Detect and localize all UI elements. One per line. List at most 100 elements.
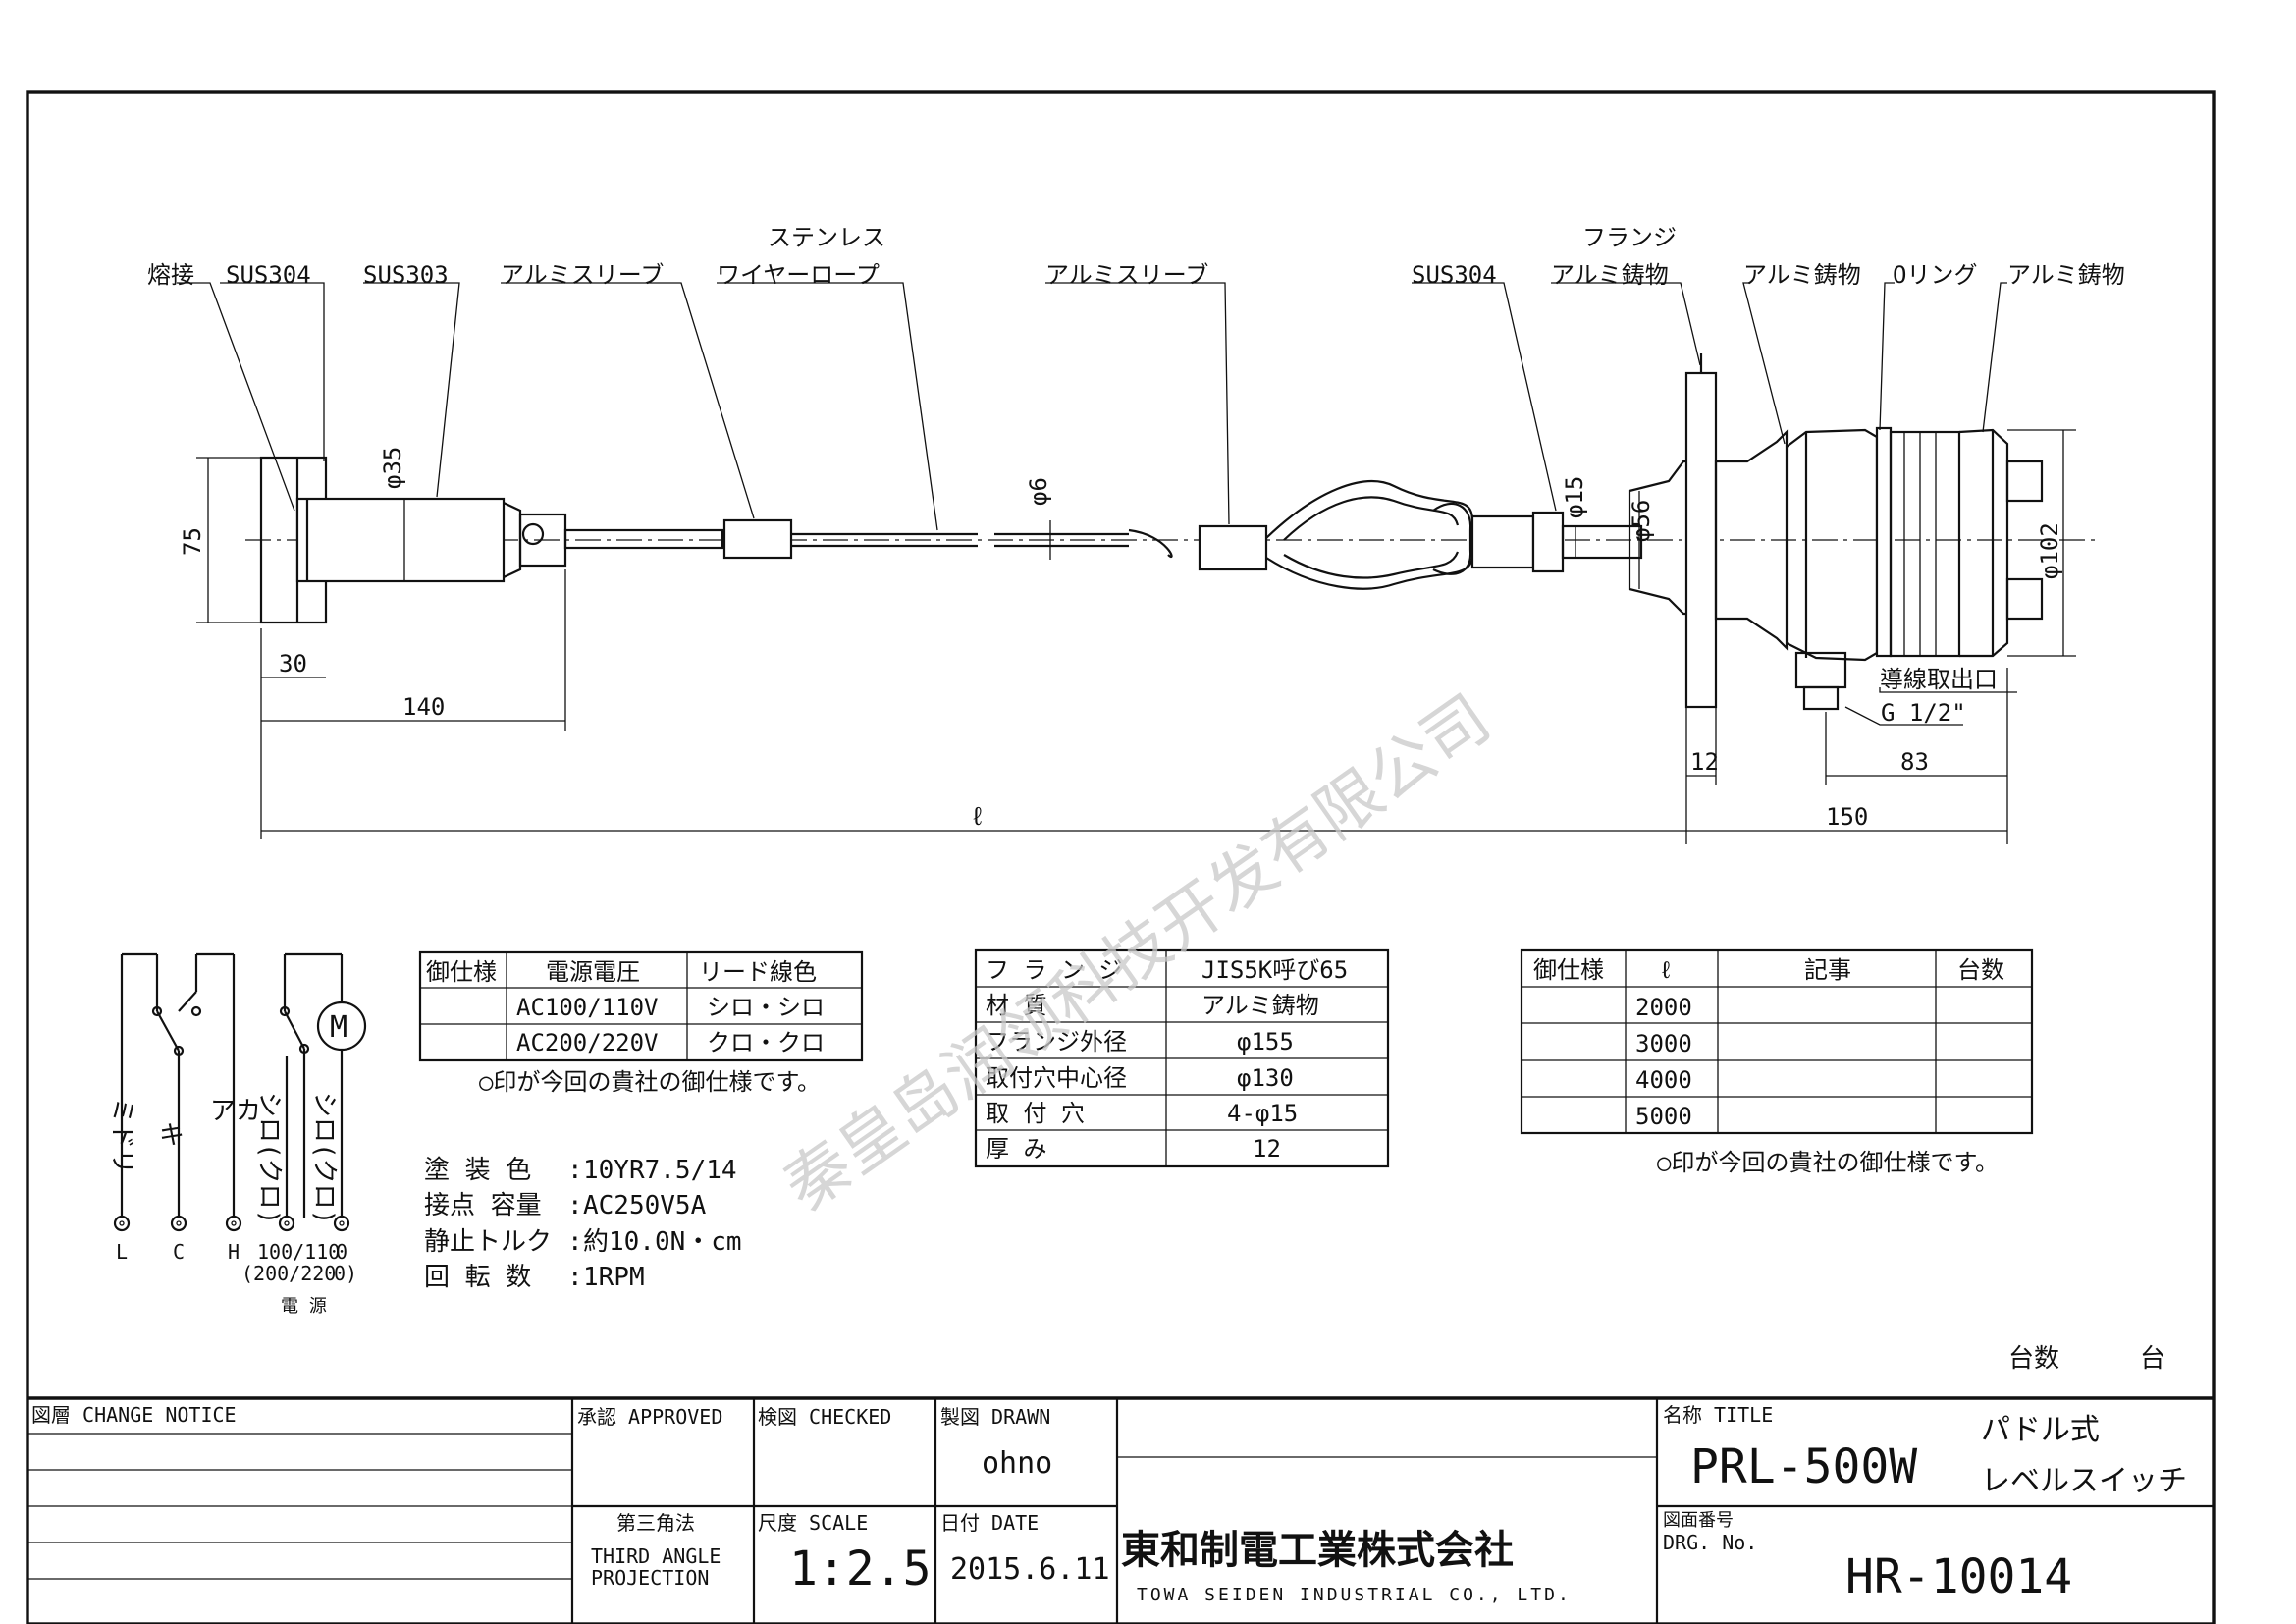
length-row2: 3000 bbox=[1635, 1030, 1692, 1057]
terminal-h: H bbox=[228, 1240, 240, 1264]
label-thread: G 1/2" bbox=[1881, 699, 1966, 727]
flange-row4-key: 取付穴中心径 bbox=[986, 1064, 1127, 1092]
checked-label: 検図 CHECKED bbox=[758, 1405, 891, 1429]
company-name-jp: 東和制電工業株式会社 bbox=[1121, 1528, 1514, 1573]
dim-150: 150 bbox=[1826, 803, 1868, 831]
wiring-diagram: M ミドリ キ アカ シロ(クロ) シロ(クロ) L C H 100/110 0… bbox=[107, 952, 367, 1317]
spec-row2-voltage: AC200/220V bbox=[516, 1029, 659, 1056]
length-row1: 2000 bbox=[1635, 994, 1692, 1021]
drg-number: HR-10014 bbox=[1845, 1549, 2072, 1604]
length-header-spec: 御仕様 bbox=[1533, 956, 1604, 984]
dim-12: 12 bbox=[1690, 748, 1719, 776]
torque-value: 約10.0N・cm bbox=[583, 1227, 742, 1257]
qty-label: 台数 bbox=[2008, 1344, 2059, 1374]
rpm-key: 回 転 数 bbox=[424, 1263, 531, 1292]
motor-label: M bbox=[330, 1010, 347, 1045]
product-name-1: パドル式 bbox=[1981, 1413, 2100, 1447]
change-notice-label: 図層 CHANGE NOTICE bbox=[31, 1403, 237, 1427]
spec-header-lead: リード線色 bbox=[699, 958, 817, 986]
spec-row1-voltage: AC100/110V bbox=[516, 994, 659, 1021]
flange-row1-key: フ ラ ン ジ bbox=[986, 956, 1122, 984]
voltage-200: (200/220 bbox=[241, 1262, 336, 1285]
drawn-by: ohno bbox=[982, 1446, 1052, 1481]
svg-text::: : bbox=[567, 1227, 583, 1257]
dim-phi35: φ35 bbox=[379, 447, 406, 489]
voltage-200-zero: 0) bbox=[334, 1262, 357, 1285]
label-al-cast-b: アルミ鋳物 bbox=[2007, 261, 2125, 289]
dim-83: 83 bbox=[1900, 748, 1929, 776]
label-al-sleeve-a: アルミスリーブ bbox=[501, 261, 664, 289]
terminal-c: C bbox=[173, 1240, 185, 1264]
company-name-en: TOWA SEIDEN INDUSTRIAL CO., LTD. bbox=[1137, 1585, 1572, 1605]
spec-header-spec: 御仕様 bbox=[426, 958, 497, 986]
spec-note: ○印が今回の貴社の御仕様です。 bbox=[479, 1068, 821, 1096]
svg-text::: : bbox=[567, 1191, 583, 1220]
label-flange-1: フランジ bbox=[1582, 224, 1677, 251]
wire-white-1: シロ(クロ) bbox=[254, 1092, 284, 1224]
voltage-100: 100/110 bbox=[257, 1240, 340, 1264]
projection-line2: PROJECTION bbox=[591, 1566, 709, 1590]
label-weld: 熔接 bbox=[147, 261, 194, 289]
rpm-value: 1RPM bbox=[583, 1263, 645, 1292]
wire-red-1: アカ bbox=[210, 1097, 261, 1126]
length-note: ○印が今回の貴社の御仕様です。 bbox=[1657, 1149, 1999, 1176]
approved-label: 承認 APPROVED bbox=[577, 1405, 722, 1429]
spec-row2-lead: クロ・クロ bbox=[707, 1029, 825, 1056]
flange-row2-value: アルミ鋳物 bbox=[1201, 992, 1319, 1019]
projection-line1: THIRD ANGLE bbox=[591, 1544, 721, 1568]
wire-yellow: キ bbox=[159, 1121, 185, 1151]
drg-label: 図面番号 bbox=[1663, 1510, 1734, 1531]
label-sus304-weight: SUS304 bbox=[226, 261, 311, 289]
svg-text::: : bbox=[567, 1156, 583, 1185]
flange-row4-value: φ130 bbox=[1237, 1064, 1294, 1092]
part-labels: 熔接 SUS304 SUS303 アルミスリーブ ステンレス ワイヤーロープ ア… bbox=[147, 224, 2125, 727]
qty-unit: 台 bbox=[2140, 1344, 2165, 1374]
drg-label-en: DRG. No. bbox=[1663, 1531, 1757, 1554]
length-header-note: 記事 bbox=[1804, 956, 1851, 984]
svg-text::: : bbox=[567, 1263, 583, 1292]
paint-value: 10YR7.5/14 bbox=[583, 1156, 737, 1185]
label-stainless-2: ワイヤーロープ bbox=[717, 261, 880, 289]
label-flange-2: アルミ鋳物 bbox=[1551, 261, 1669, 289]
title-label: 名称 TITLE bbox=[1663, 1403, 1773, 1427]
flange-row1-value: JIS5K呼び65 bbox=[1201, 956, 1348, 984]
label-oring: Oリング bbox=[1893, 261, 1977, 289]
scale-label: 尺度 SCALE bbox=[758, 1511, 868, 1535]
length-header-qty: 台数 bbox=[1957, 956, 2004, 984]
spec-table: 御仕様 電源電圧 リード線色 AC100/110V シロ・シロ AC200/22… bbox=[418, 950, 864, 1096]
length-row4: 5000 bbox=[1635, 1103, 1692, 1130]
wire-green: ミドリ bbox=[107, 1098, 136, 1174]
product-name-2: レベルスイッチ bbox=[1981, 1464, 2187, 1498]
projection-jp: 第三角法 bbox=[616, 1511, 695, 1535]
dim-phi6: φ6 bbox=[1025, 477, 1052, 506]
dim-140: 140 bbox=[402, 693, 445, 721]
spec-header-voltage: 電源電圧 bbox=[546, 958, 640, 986]
flange-row3-value: φ155 bbox=[1237, 1028, 1294, 1056]
date-value: 2015.6.11 bbox=[950, 1552, 1110, 1587]
label-al-sleeve-b: アルミスリーブ bbox=[1045, 261, 1208, 289]
length-table: 御仕様 ℓ 記事 台数 2000 3000 4000 5000 ○印が今回の貴社… bbox=[1520, 948, 2034, 1176]
label-sus304-shaft: SUS304 bbox=[1412, 261, 1497, 289]
dimensions: 75 φ35 φ6 φ15 φ56 φ102 30 140 12 bbox=[179, 429, 2076, 844]
wire-white-2: シロ(クロ) bbox=[309, 1092, 339, 1224]
flange-row5-key: 取 付 穴 bbox=[986, 1100, 1085, 1127]
terminal-l: L bbox=[116, 1240, 128, 1264]
flange-row3-key: フランジ外径 bbox=[986, 1028, 1127, 1056]
flange-row6-value: 12 bbox=[1253, 1135, 1281, 1163]
voltage-100-zero: 0 bbox=[336, 1240, 347, 1264]
drawn-label: 製図 DRAWN bbox=[940, 1405, 1050, 1429]
dim-phi15: φ15 bbox=[1561, 476, 1588, 518]
flange-table: フ ラ ン ジ JIS5K呼び65 材 質 アルミ鋳物 フランジ外径 φ155 … bbox=[974, 948, 1390, 1168]
flange-row6-key: 厚 み bbox=[986, 1135, 1046, 1163]
spec-row1-lead: シロ・シロ bbox=[707, 994, 825, 1021]
scale-value: 1:2.5 bbox=[789, 1542, 932, 1597]
model-name: PRL-500W bbox=[1690, 1439, 1917, 1494]
torque-key: 静止トルク bbox=[424, 1227, 552, 1257]
flange-row2-key: 材 質 bbox=[986, 992, 1046, 1019]
drawing-frame bbox=[26, 90, 2216, 1624]
length-header-l: ℓ bbox=[1659, 956, 1673, 984]
contact-value: AC250V5A bbox=[583, 1191, 707, 1220]
watermark: 秦皇岛润领科技开发有限公司 bbox=[771, 680, 1504, 1225]
paint-key: 塗 装 色 bbox=[424, 1156, 531, 1185]
length-row3: 4000 bbox=[1635, 1066, 1692, 1094]
